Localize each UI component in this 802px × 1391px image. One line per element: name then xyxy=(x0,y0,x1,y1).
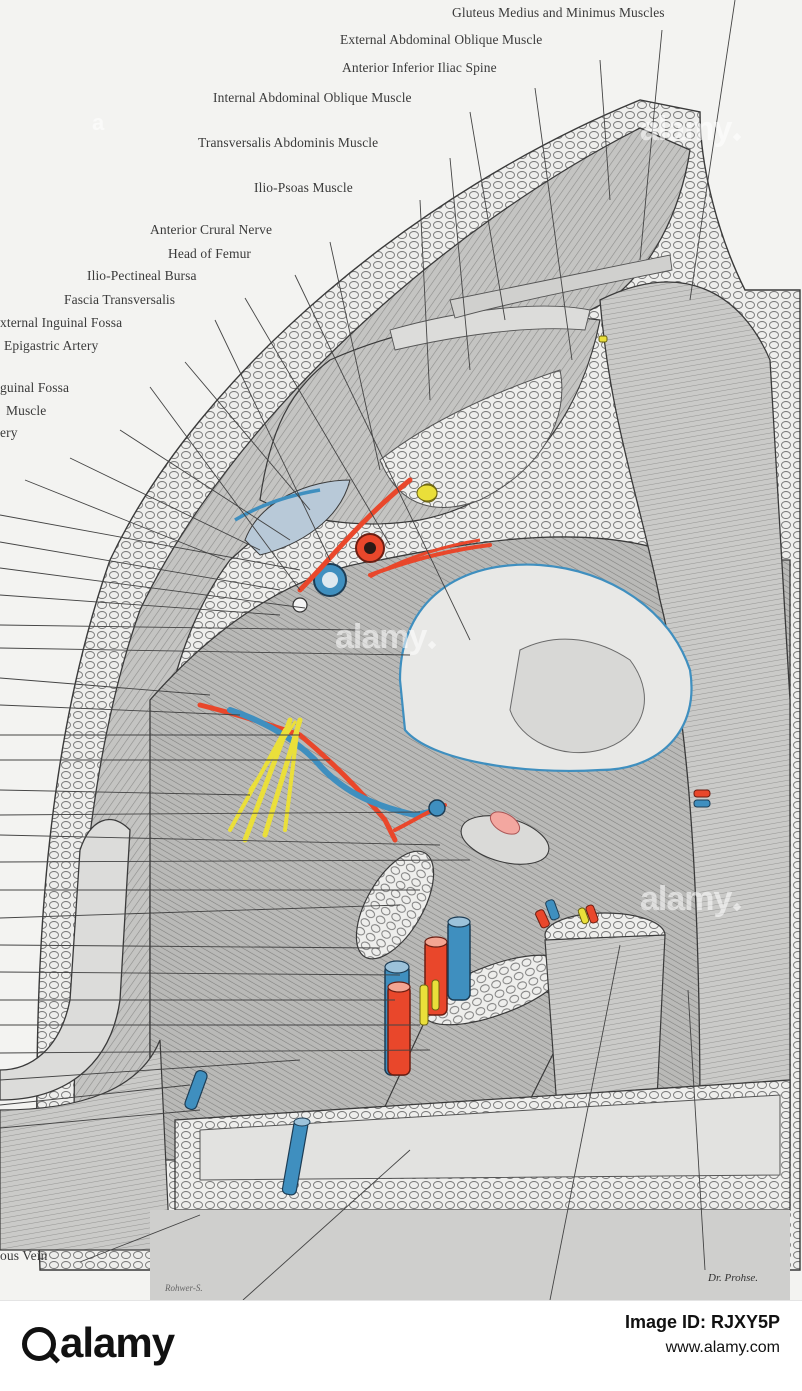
engraver-signature: Rohwer-S. xyxy=(165,1283,203,1293)
vein-tube-1-top xyxy=(384,960,410,974)
left-base xyxy=(0,1039,171,1251)
vessel-cut-blue xyxy=(428,799,446,817)
saphenous-vein-top xyxy=(293,1117,311,1127)
pink-tendon xyxy=(489,811,521,835)
signature: Dr. Prohse. xyxy=(708,1272,759,1284)
image-info: Image ID: RJXY5P www.alamy.com xyxy=(625,1309,780,1361)
blue-vessel-fossa xyxy=(234,488,321,522)
bursa xyxy=(244,479,351,556)
brand-name: alamy xyxy=(60,1319,175,1366)
small-artery-right-2 xyxy=(585,904,599,924)
femoral-vein-lumen xyxy=(322,572,338,588)
lateral-muscles xyxy=(599,281,791,1121)
label-external-oblique: External Abdominal Oblique Muscle xyxy=(340,32,543,47)
label-transversalis: Transversalis Abdominis Muscle xyxy=(198,135,379,150)
nerve-bundle-5 xyxy=(248,720,297,792)
anatomy-illustration xyxy=(0,0,801,1300)
ground-shade xyxy=(150,1210,790,1300)
vein-tube-2 xyxy=(447,919,471,1001)
lateral-vessel-blue xyxy=(693,799,711,808)
label-femur-head: Head of Femur xyxy=(168,246,252,261)
small-vessel xyxy=(292,597,308,613)
artery-tube-1-top xyxy=(387,981,411,993)
vein-tube-2-top xyxy=(447,916,471,928)
watermark-bottom-right: alamy xyxy=(640,880,742,919)
deep-red-line xyxy=(369,538,481,579)
alamy-logo-icon xyxy=(22,1327,56,1361)
footer-bar: alamy Image ID: RJXY5P www.alamy.com xyxy=(0,1300,802,1391)
leader-lines xyxy=(0,0,736,1300)
small-artery-right xyxy=(535,909,550,929)
artery-tube-2-top xyxy=(424,936,448,948)
femur-neck xyxy=(509,638,645,754)
label-external-inguinal-fossa: xternal Inguinal Fossa xyxy=(0,315,123,330)
label-bursa: Ilio-Pectineal Bursa xyxy=(87,268,197,283)
small-vein-right xyxy=(545,899,560,921)
label-iliopsoas: Ilio-Psoas Muscle xyxy=(254,180,353,195)
femoral-artery-lumen xyxy=(364,542,376,554)
image-id: Image ID: RJXY5P xyxy=(624,1312,780,1332)
label-artery: ery xyxy=(0,425,18,440)
nerve-tube xyxy=(419,984,429,1026)
saphenous-vein-upper xyxy=(184,1069,208,1111)
site-url[interactable]: www.alamy.com xyxy=(665,1339,780,1356)
yellow-node xyxy=(416,484,438,502)
artery-tube-1 xyxy=(387,984,411,1076)
label-fascia: Fascia Transversalis xyxy=(64,292,176,307)
label-crural-nerve: Anterior Crural Nerve xyxy=(150,222,273,237)
label-muscle: Muscle xyxy=(6,403,47,418)
anatomy-plate: Gluteus Medius and Minimus Muscles Exter… xyxy=(0,0,802,1300)
lateral-vessel-red xyxy=(693,789,711,798)
label-inguinal-fossa: guinal Fossa xyxy=(0,380,70,395)
label-gluteus: Gluteus Medius and Minimus Muscles xyxy=(452,5,665,20)
label-vein: ous Vein xyxy=(0,1248,48,1263)
epigastric-artery xyxy=(297,477,413,593)
oblique-band xyxy=(449,254,673,319)
fat-tissue xyxy=(379,369,563,508)
watermark-top-right: alamy xyxy=(640,110,742,149)
watermark-center: alamy xyxy=(335,618,437,657)
nerve-tube-2 xyxy=(431,979,440,1011)
label-anterior-inferior-iliac-spine: Anterior Inferior Iliac Spine xyxy=(342,60,497,75)
small-nerve-right xyxy=(577,907,590,925)
nerve-bundle-2 xyxy=(262,717,303,838)
brand-logo[interactable]: alamy xyxy=(22,1319,175,1367)
lower-fascia xyxy=(199,1094,781,1181)
yellow-node-small xyxy=(598,335,608,343)
watermark-small-1: a xyxy=(92,110,104,135)
label-internal-oblique: Internal Abdominal Oblique Muscle xyxy=(213,90,412,105)
label-epigastric: Epigastric Artery xyxy=(4,338,99,353)
